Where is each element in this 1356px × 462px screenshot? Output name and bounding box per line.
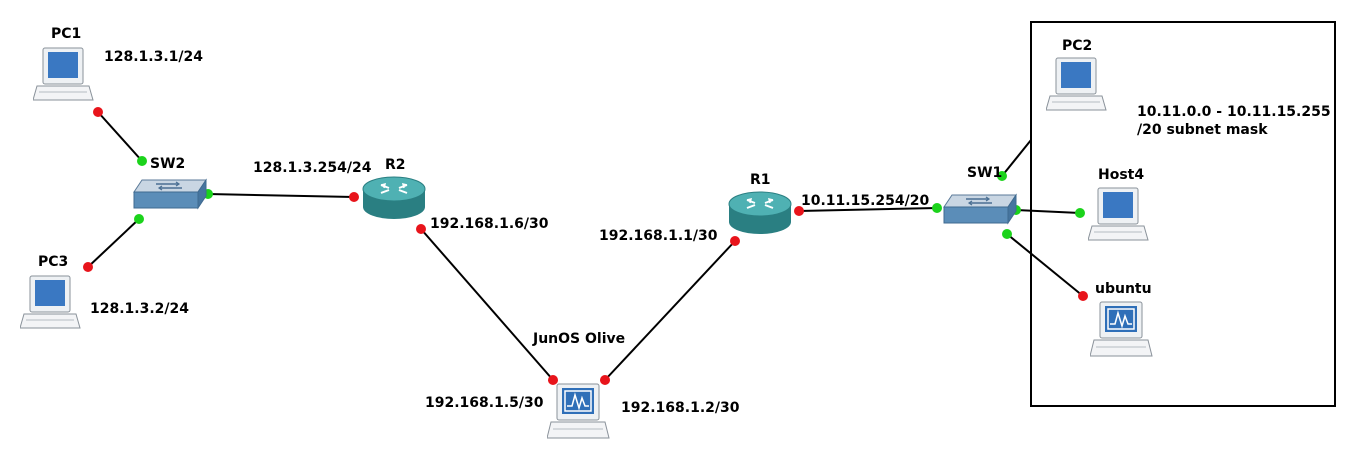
r2-ip-right-label: 192.168.1.6/30 (430, 216, 549, 232)
port-status-dot-ubuntu (1078, 291, 1088, 301)
sw2-name-label: SW2 (150, 156, 186, 172)
port-status-dot-host4 (1075, 208, 1085, 218)
subnet-box (1030, 21, 1336, 407)
pc3-computer-icon[interactable] (20, 274, 82, 332)
pc1-name-label: PC1 (51, 26, 82, 42)
pc1-ip-label: 128.1.3.1/24 (104, 49, 203, 65)
junos-ip-right-label: 192.168.1.2/30 (621, 400, 740, 416)
link-pc3-sw2[interactable] (87, 218, 140, 268)
subnet-note-line2: /20 subnet mask (1137, 122, 1268, 138)
subnet-note-line1: 10.11.0.0 - 10.11.15.255 (1137, 104, 1331, 120)
r2-router-icon[interactable] (359, 173, 429, 225)
ubuntu-name-label: ubuntu (1095, 281, 1152, 297)
port-status-dot-sw1-b (997, 171, 1007, 181)
host4-name-label: Host4 (1098, 167, 1145, 183)
link-sw2-r2[interactable] (207, 193, 355, 198)
link-r2-junos[interactable] (420, 228, 554, 381)
r2-ip-left-label: 128.1.3.254/24 (253, 160, 372, 176)
pc3-ip-label: 128.1.3.2/24 (90, 301, 189, 317)
sw1-name-label: SW1 (967, 165, 1003, 181)
port-status-dot-r2-b (416, 224, 426, 234)
junos-vm-icon[interactable] (547, 382, 611, 442)
r1-ip-left-label: 192.168.1.1/30 (599, 228, 718, 244)
port-status-dot-pc1 (93, 107, 103, 117)
host4-computer-icon[interactable] (1088, 186, 1150, 244)
junos-ip-left-label: 192.168.1.5/30 (425, 395, 544, 411)
sw2-switch-icon[interactable] (130, 176, 210, 212)
link-r1-sw1[interactable] (798, 207, 938, 212)
link-sw1-pc2[interactable] (1001, 139, 1032, 177)
pc2-computer-icon[interactable] (1046, 56, 1108, 114)
sw1-switch-icon[interactable] (940, 191, 1020, 227)
pc3-name-label: PC3 (38, 254, 69, 270)
port-status-dot-pc3 (83, 262, 93, 272)
port-status-dot-sw2-b (134, 214, 144, 224)
port-status-dot-r1-b (794, 206, 804, 216)
pc1-computer-icon[interactable] (33, 46, 95, 104)
port-status-dot-junos-b (600, 375, 610, 385)
pc2-name-label: PC2 (1062, 38, 1093, 54)
ubuntu-vm-icon[interactable] (1090, 300, 1154, 360)
port-status-dot-sw1-a (932, 203, 942, 213)
link-pc1-sw2[interactable] (97, 111, 143, 162)
port-status-dot-r2-a (349, 192, 359, 202)
port-status-dot-sw1-d (1002, 229, 1012, 239)
r1-name-label: R1 (750, 172, 771, 188)
port-status-dot-r1-a (730, 236, 740, 246)
junos-name-label: JunOS Olive (533, 331, 626, 347)
port-status-dot-sw2-a (137, 156, 147, 166)
link-sw1-ubuntu[interactable] (1006, 233, 1084, 297)
r1-ip-right-label: 10.11.15.254/20 (801, 193, 930, 209)
link-junos-r1[interactable] (604, 240, 736, 381)
r1-router-icon[interactable] (725, 188, 795, 240)
r2-name-label: R2 (385, 157, 406, 173)
link-sw1-host4[interactable] (1015, 209, 1081, 214)
port-status-dot-junos-a (548, 375, 558, 385)
